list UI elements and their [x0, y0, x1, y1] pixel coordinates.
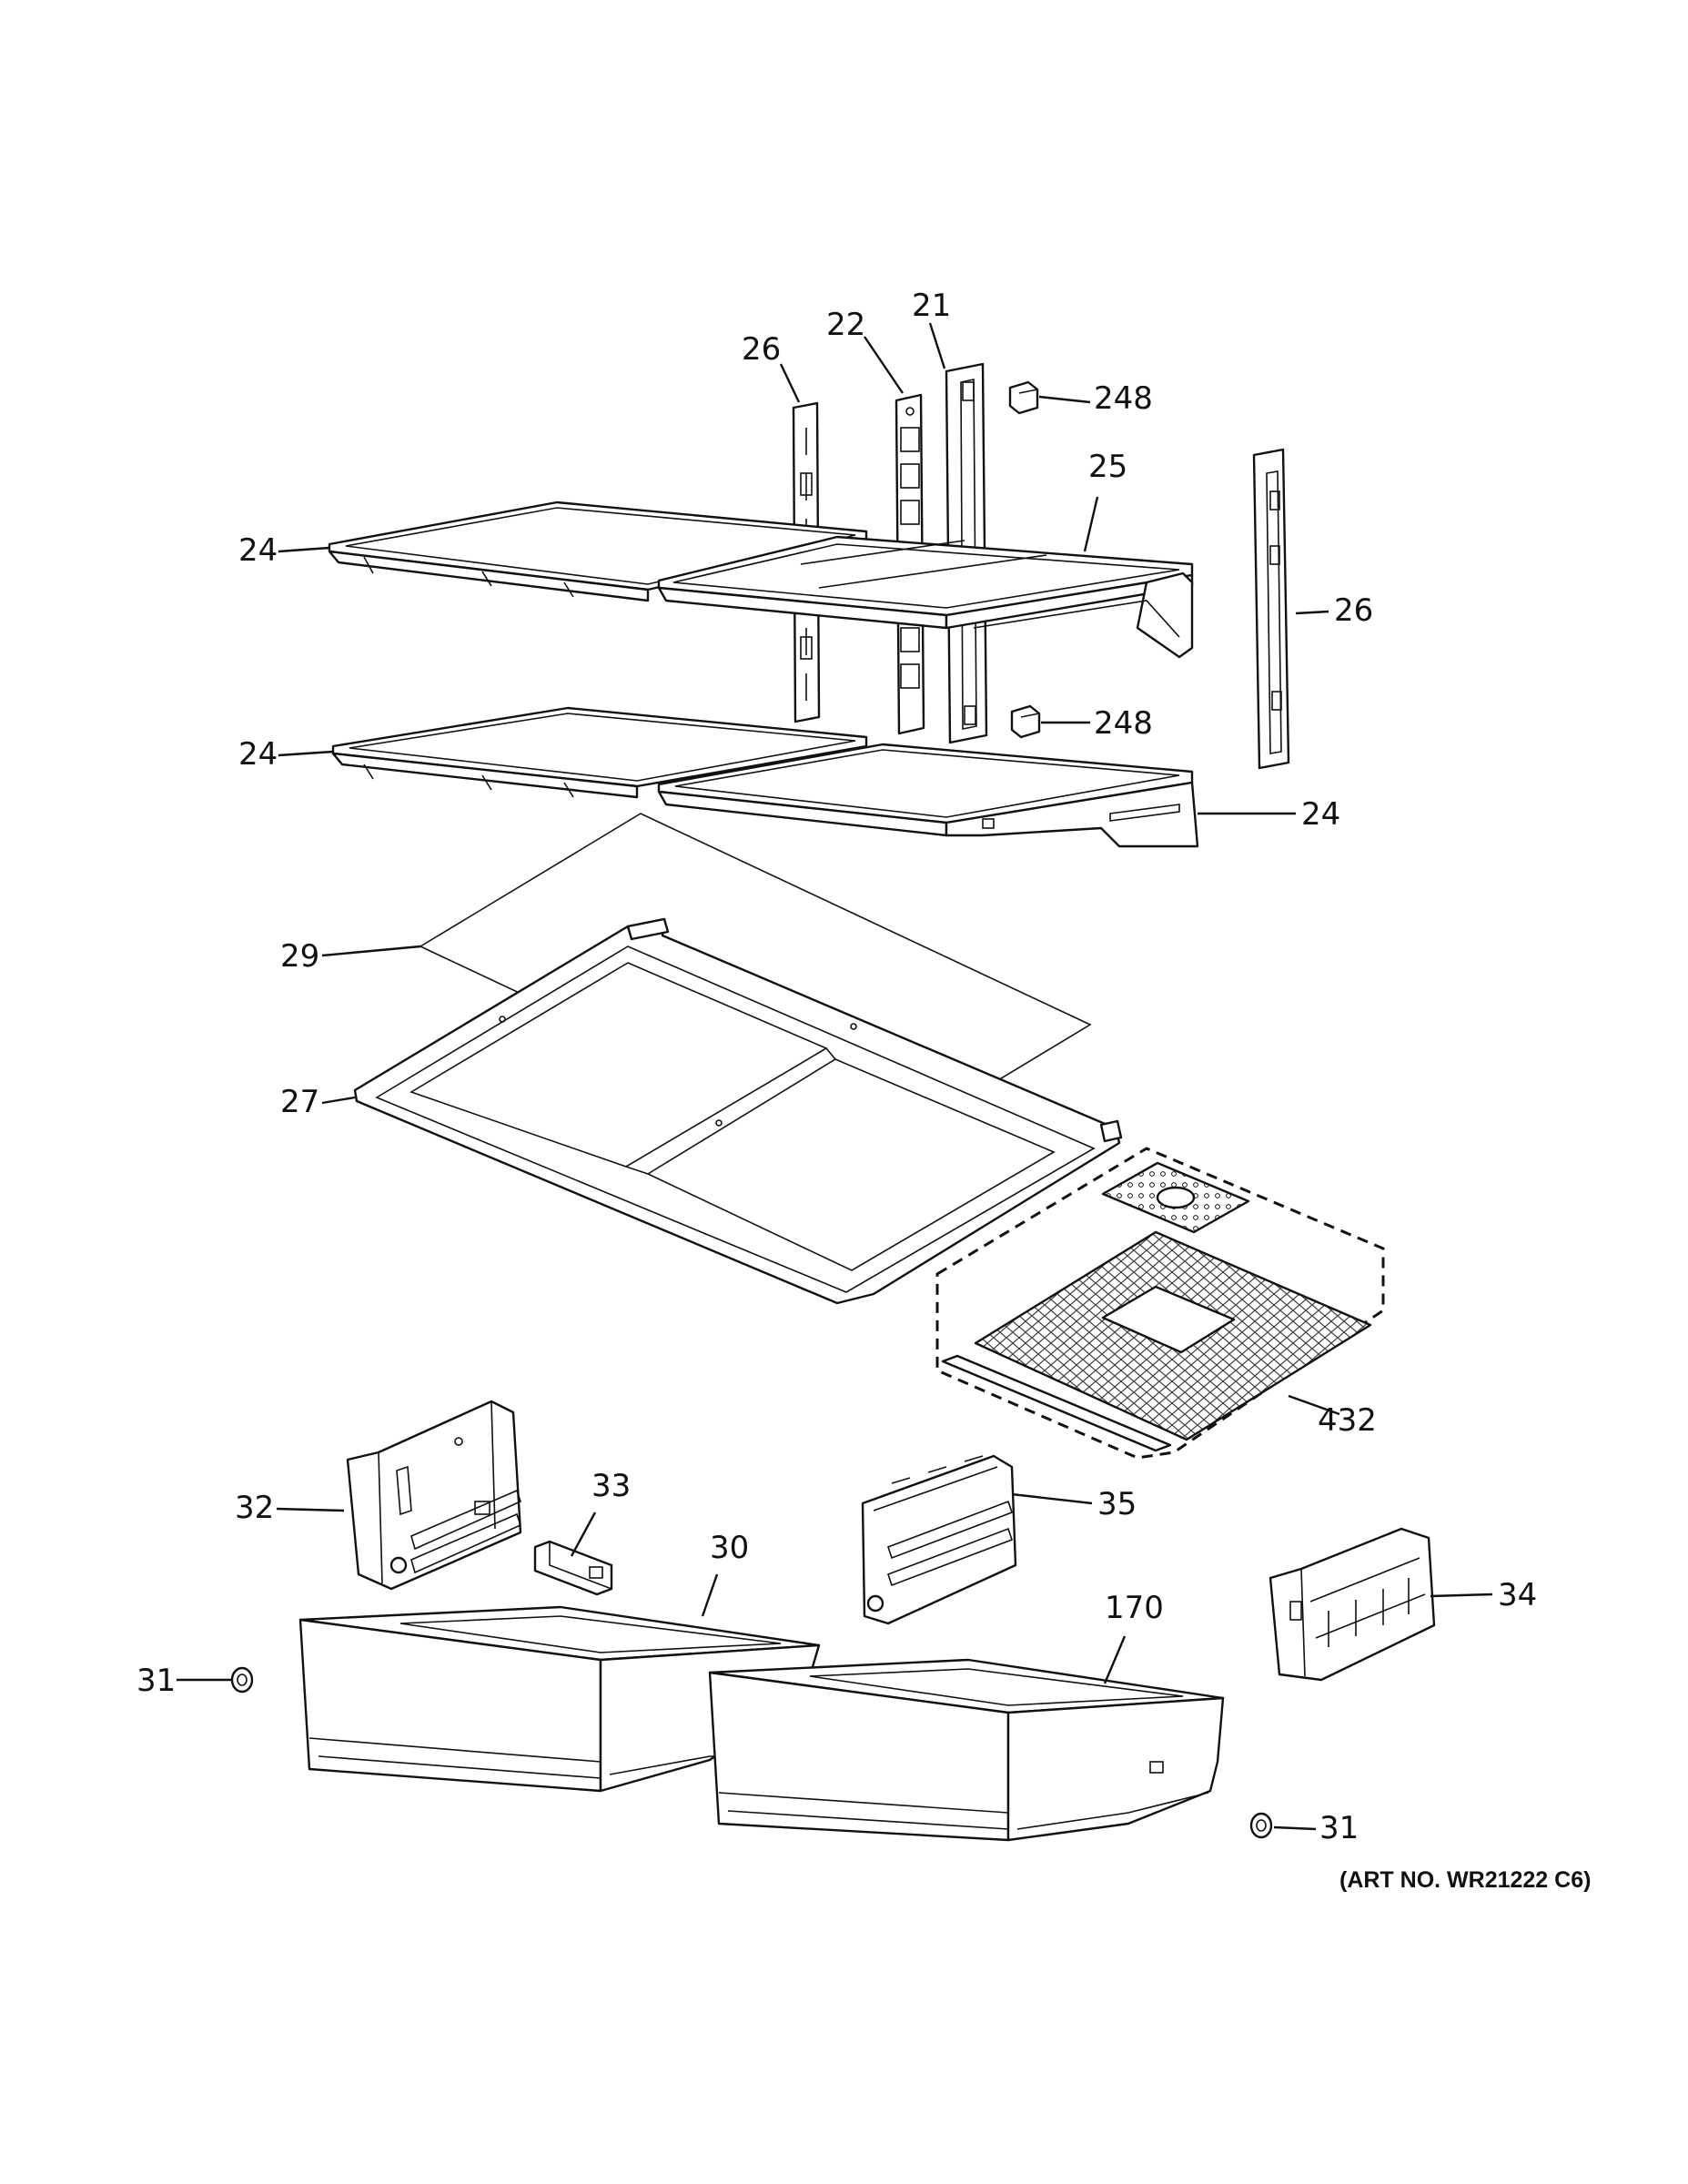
callout-34: 34 — [1498, 1577, 1537, 1613]
callout-26-right: 26 — [1334, 592, 1373, 629]
callout-35: 35 — [1097, 1486, 1137, 1522]
callout-248-top: 248 — [1094, 380, 1153, 417]
callout-32: 32 — [235, 1490, 274, 1526]
callout-31-right: 31 — [1319, 1810, 1359, 1846]
drawer-clip-33 — [533, 1540, 613, 1596]
callout-29: 29 — [280, 938, 319, 975]
callout-21: 21 — [912, 288, 951, 324]
shelf-clip-248-bottom — [1010, 704, 1041, 739]
callout-26-left: 26 — [742, 331, 781, 368]
callout-27: 27 — [280, 1084, 319, 1120]
callout-22: 22 — [826, 307, 865, 343]
drawer-slide-bracket-35 — [861, 1454, 1017, 1625]
glass-shelf-upper-right-25 — [657, 535, 1194, 659]
callout-170: 170 — [1105, 1590, 1164, 1626]
shelf-rail-right-26 — [1252, 448, 1290, 770]
callout-432: 432 — [1318, 1402, 1377, 1439]
callout-24-right: 24 — [1301, 796, 1340, 833]
art-number: (ART NO. WR21222 C6) — [1339, 1867, 1591, 1893]
filter-kit-432 — [935, 1147, 1385, 1460]
glass-shelf-middle-right — [657, 743, 1199, 848]
callout-24-middle: 24 — [238, 736, 278, 773]
shelf-clip-248-top — [1008, 380, 1039, 415]
drawer-roller-31-right — [1249, 1812, 1273, 1839]
callout-24-top: 24 — [238, 532, 278, 569]
drawer-slide-bracket-32 — [346, 1400, 522, 1591]
crisper-cover-frame-27 — [353, 917, 1123, 1305]
drawer-bracket-34 — [1269, 1527, 1436, 1682]
crisper-drawer-170 — [708, 1658, 1225, 1842]
callout-25: 25 — [1088, 449, 1127, 485]
callout-30: 30 — [710, 1530, 749, 1566]
callout-labels: 21 22 26 248 25 24 26 24 248 24 29 27 43… — [136, 288, 1537, 1846]
leader-lines — [177, 322, 1493, 1831]
callout-31-left: 31 — [136, 1663, 176, 1699]
drawer-roller-31-left — [230, 1666, 254, 1694]
callout-33: 33 — [591, 1468, 631, 1504]
glass-shelf-middle-left — [331, 706, 868, 799]
callout-248-bottom: 248 — [1094, 705, 1153, 742]
